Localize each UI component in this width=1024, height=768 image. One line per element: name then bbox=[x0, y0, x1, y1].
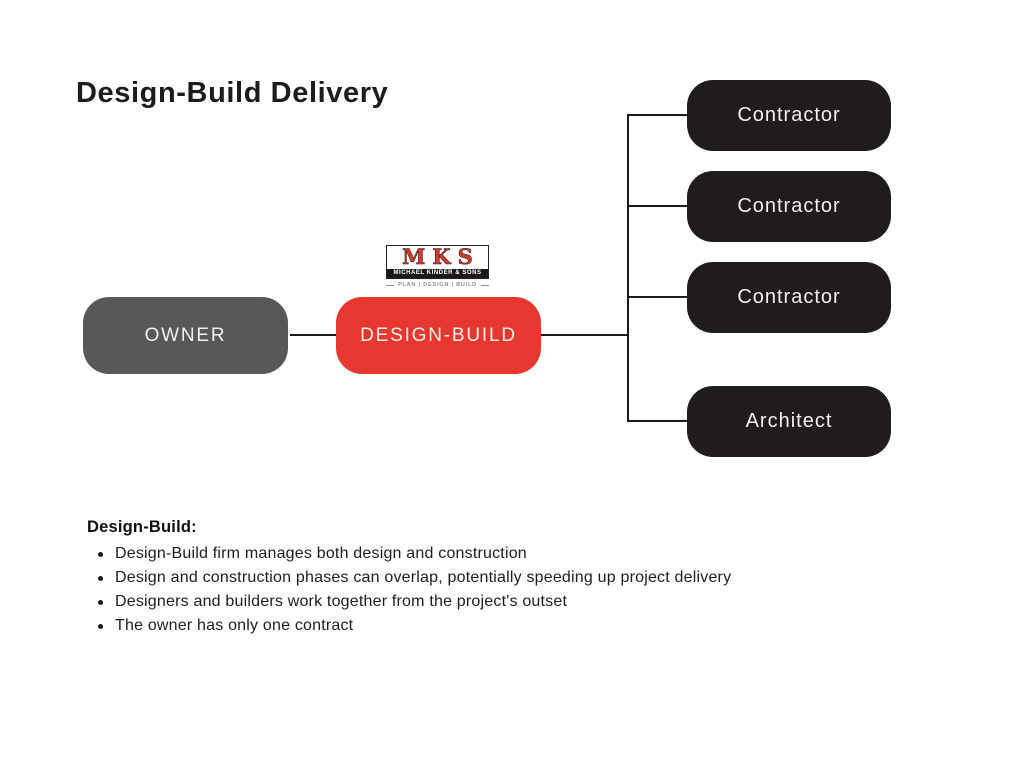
node-architect: Architect bbox=[687, 386, 891, 457]
mks-logo-frame: MKS MICHAEL KINDER & SONS bbox=[386, 245, 489, 279]
node-design-build: DESIGN-BUILD bbox=[336, 297, 541, 374]
mks-logo-tagline: PLAN | DESIGN | BUILD bbox=[386, 282, 489, 288]
tagline-dash-left bbox=[386, 284, 395, 286]
connector-designbuild-to-trunk bbox=[540, 334, 628, 336]
note-bullet-2: Design and construction phases can overl… bbox=[87, 566, 947, 590]
connector-owner-to-designbuild bbox=[290, 334, 336, 336]
mks-logo-company-name: MICHAEL KINDER & SONS bbox=[387, 269, 488, 278]
note-bullet-3: Designers and builders work together fro… bbox=[87, 590, 947, 614]
mks-logo-acronym: MKS bbox=[402, 244, 480, 269]
note-bullet-1: Design-Build firm manages both design an… bbox=[87, 542, 947, 566]
note-bullet-4: The owner has only one contract bbox=[87, 614, 947, 638]
page-title: Design-Build Delivery bbox=[76, 77, 389, 109]
notes-heading: Design-Build: bbox=[87, 518, 197, 536]
tagline-text: PLAN | DESIGN | BUILD bbox=[398, 282, 477, 288]
notes-section: Design-Build: Design-Build firm manages … bbox=[87, 518, 947, 638]
node-contractor-3: Contractor bbox=[687, 262, 891, 333]
connector-branch-contractor-1 bbox=[629, 114, 687, 116]
node-owner: OWNER bbox=[83, 297, 288, 374]
node-contractor-1: Contractor bbox=[687, 80, 891, 151]
connector-branch-contractor-3 bbox=[629, 296, 687, 298]
connector-branch-contractor-2 bbox=[629, 205, 687, 207]
node-contractor-2: Contractor bbox=[687, 171, 891, 242]
tagline-dash-right bbox=[480, 284, 489, 286]
connector-trunk bbox=[627, 114, 629, 422]
notes-list: Design-Build firm manages both design an… bbox=[87, 542, 947, 638]
mks-logo: MKS MICHAEL KINDER & SONS PLAN | DESIGN … bbox=[386, 245, 489, 288]
connector-branch-architect bbox=[629, 420, 687, 422]
